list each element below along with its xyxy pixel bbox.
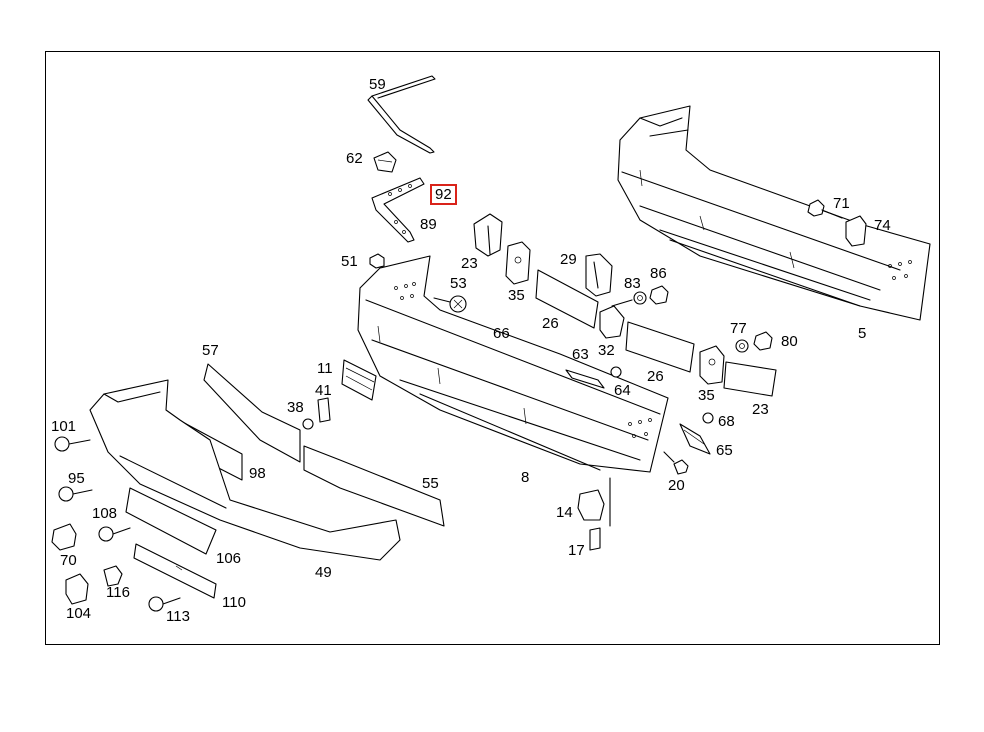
part-label-77[interactable]: 77: [730, 320, 747, 337]
part-label-11[interactable]: 11: [317, 360, 333, 377]
part-label-65[interactable]: 65: [716, 442, 733, 459]
part-label-26-top[interactable]: 26: [542, 315, 559, 332]
part-label-32[interactable]: 32: [598, 342, 615, 359]
part-49-bumper-lower: [89, 379, 401, 561]
part-32-bracket: [599, 305, 625, 339]
part-23-block-lower: [723, 361, 777, 397]
part-label-38[interactable]: 38: [287, 399, 304, 416]
part-83-86-hardware: [611, 285, 669, 307]
part-20-bolt: [663, 451, 689, 475]
part-57-trim: [203, 363, 301, 463]
part-14-17-hardware: [577, 477, 611, 551]
part-8-front-bumper: [357, 255, 669, 473]
part-26-pad-top: [535, 269, 599, 329]
part-label-104[interactable]: 104: [66, 605, 92, 622]
part-label-86[interactable]: 86: [650, 265, 667, 282]
part-label-49[interactable]: 49: [315, 564, 332, 581]
part-68-65-hardware: [679, 412, 714, 455]
part-label-62[interactable]: 62: [346, 150, 363, 167]
part-59-trim-strip: [367, 75, 436, 154]
part-23-block-top: [473, 213, 503, 257]
part-label-92-selected[interactable]: 92: [430, 184, 457, 205]
part-label-80[interactable]: 80: [781, 333, 798, 350]
part-label-55[interactable]: 55: [422, 475, 439, 492]
part-label-8[interactable]: 8: [521, 469, 530, 486]
part-label-17[interactable]: 17: [568, 542, 585, 559]
part-label-57[interactable]: 57: [202, 342, 219, 359]
part-92-89-bracket: [371, 177, 425, 243]
part-label-74[interactable]: 74: [874, 217, 891, 234]
part-label-70[interactable]: 70: [60, 552, 77, 569]
part-label-64[interactable]: 64: [614, 382, 631, 399]
part-label-95[interactable]: 95: [68, 470, 85, 487]
part-71-74-hardware: [807, 199, 867, 247]
part-63-64-hardware: [565, 366, 622, 389]
part-label-5[interactable]: 5: [858, 325, 867, 342]
part-29-bracket: [585, 253, 613, 297]
part-35-bracket-lower: [699, 345, 725, 385]
part-41-plate: [317, 397, 331, 423]
part-label-116[interactable]: 116: [106, 584, 130, 601]
part-51-nut: [369, 253, 385, 269]
diagram-frame: [45, 51, 940, 645]
part-label-63[interactable]: 63: [572, 346, 589, 363]
part-55-trim: [303, 445, 445, 527]
part-clips-left: [51, 523, 123, 605]
part-label-101[interactable]: 101: [51, 418, 77, 435]
part-label-108[interactable]: 108: [92, 505, 118, 522]
part-77-80-hardware: [735, 331, 773, 353]
part-label-35-lower[interactable]: 35: [698, 387, 715, 404]
part-106-insert: [125, 487, 217, 555]
part-26-pad-mid: [625, 321, 695, 373]
part-5-rear-bumper: [617, 105, 931, 321]
part-label-71[interactable]: 71: [833, 195, 850, 212]
part-label-20[interactable]: 20: [668, 477, 685, 494]
part-label-35-top[interactable]: 35: [508, 287, 525, 304]
part-label-68[interactable]: 68: [718, 413, 735, 430]
part-label-66[interactable]: 66: [493, 325, 510, 342]
part-label-41[interactable]: 41: [315, 382, 332, 399]
part-label-14[interactable]: 14: [556, 504, 573, 521]
part-label-113[interactable]: 113: [166, 608, 190, 625]
part-62-clip: [373, 151, 397, 173]
part-35-bracket-top: [505, 241, 531, 285]
part-label-59[interactable]: 59: [369, 76, 386, 93]
part-label-53[interactable]: 53: [450, 275, 467, 292]
part-screws-left: [54, 436, 181, 612]
part-110-strip: [133, 543, 217, 599]
part-label-110[interactable]: 110: [222, 594, 246, 611]
part-label-106[interactable]: 106: [216, 550, 242, 567]
part-11-grille-insert: [341, 359, 377, 401]
part-label-98[interactable]: 98: [249, 465, 266, 482]
part-38-screw: [302, 418, 314, 430]
part-label-89[interactable]: 89: [420, 216, 437, 233]
part-label-23-top[interactable]: 23: [461, 255, 478, 272]
part-label-23-lower[interactable]: 23: [752, 401, 769, 418]
part-53-screw: [433, 295, 467, 313]
part-label-29[interactable]: 29: [560, 251, 577, 268]
part-label-51[interactable]: 51: [341, 253, 358, 270]
part-label-26-mid[interactable]: 26: [647, 368, 664, 385]
part-label-83[interactable]: 83: [624, 275, 641, 292]
